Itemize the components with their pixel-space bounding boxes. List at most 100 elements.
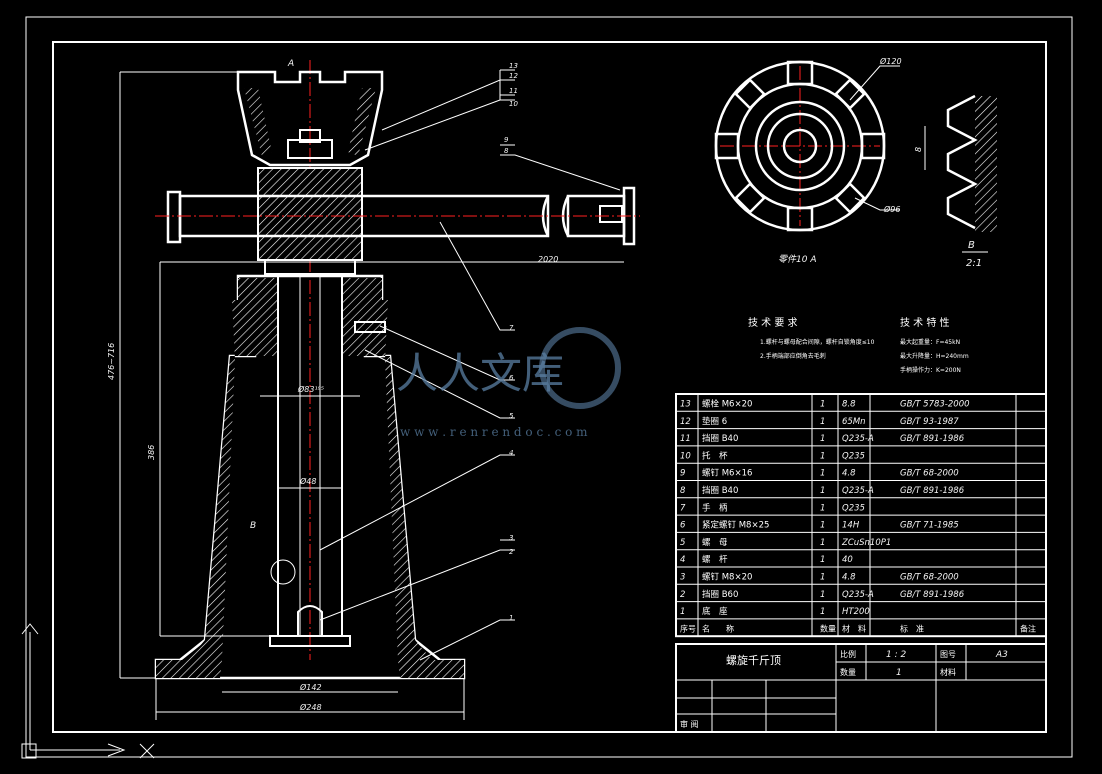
bom-header-qty: 数量 xyxy=(820,623,836,633)
detail-circle-b xyxy=(270,559,296,585)
svg-text:A3: A3 xyxy=(995,650,1008,660)
bom-cell-no: 3 xyxy=(680,573,685,583)
bom-cell-name: 螺栓 M6×20 xyxy=(702,399,752,410)
leader-numbers: 13 12 11 10 9 8 7 6 5 4 3 2 1 xyxy=(504,62,518,622)
screw-head xyxy=(257,167,363,261)
svg-text:9: 9 xyxy=(504,136,509,144)
svg-text:2:1: 2:1 xyxy=(966,258,982,269)
part-view-label: 零件10 A xyxy=(778,254,816,265)
bom-cell-standard: GB/T 891-1986 xyxy=(900,486,965,496)
bom-cell-standard: GB/T 891-1986 xyxy=(900,590,965,600)
bom-cell-qty: 1 xyxy=(820,417,825,427)
bom-cell-name: 托 杯 xyxy=(702,450,728,461)
dim-bore-dia: Ø83¹⁹⁵ xyxy=(297,384,324,394)
svg-text:8: 8 xyxy=(504,147,509,155)
ucs-icon xyxy=(21,623,155,759)
bom-cell-name: 螺钉 M8×20 xyxy=(702,572,752,583)
dim-handle-length: 2020 xyxy=(538,255,558,264)
bom-cell-material: 4.8 xyxy=(842,573,856,583)
circle-label-b: B xyxy=(250,521,256,531)
svg-text:w w w . r e n r e n d o c . c: w w w . r e n r e n d o c . c o m xyxy=(400,425,588,439)
bom-cell-material: 4.8 xyxy=(842,469,856,479)
svg-text:11: 11 xyxy=(509,87,518,95)
bom-cell-name: 紧定螺钉 M8×25 xyxy=(702,520,769,531)
bom-cell-no: 4 xyxy=(680,555,685,565)
outer-frame xyxy=(25,16,1073,758)
bom-header-note: 备注 xyxy=(1020,623,1036,633)
bom-cell-name: 手 柄 xyxy=(702,502,728,513)
svg-text:数量: 数量 xyxy=(840,667,856,677)
bom-cell-no: 12 xyxy=(680,417,691,427)
bom-cell-qty: 1 xyxy=(820,538,825,548)
bom-cell-no: 6 xyxy=(680,521,686,531)
svg-text:1: 1 xyxy=(509,614,513,622)
dim-screw-dia: Ø48 xyxy=(299,476,316,486)
view-label-a: A xyxy=(287,59,294,69)
part-view-10: Ø120 Ø96 零件10 A xyxy=(714,56,902,265)
bom-header-name: 名 称 xyxy=(702,623,734,633)
bom-cell-standard: GB/T 68-2000 xyxy=(900,469,959,479)
leader-lines xyxy=(319,69,621,661)
svg-text:Ø120: Ø120 xyxy=(879,56,902,66)
bom-cell-no: 13 xyxy=(680,400,691,410)
support-cup xyxy=(236,70,384,167)
svg-text:4: 4 xyxy=(509,449,513,457)
svg-text:最大升降量：H=240mm: 最大升降量：H=240mm xyxy=(900,352,969,360)
svg-text:2: 2 xyxy=(509,548,514,556)
bom-cell-no: 11 xyxy=(680,434,691,444)
dim-base-inner: Ø142 xyxy=(299,682,322,692)
svg-text:手柄操作力：K=200N: 手柄操作力：K=200N xyxy=(900,366,961,374)
bom-cell-standard: GB/T 68-2000 xyxy=(900,573,959,583)
bom-cell-no: 2 xyxy=(680,590,685,600)
svg-text:人人文库: 人人文库 xyxy=(396,349,564,398)
svg-text:8: 8 xyxy=(914,147,923,152)
svg-text:5: 5 xyxy=(509,412,514,420)
bom-cell-qty: 1 xyxy=(820,486,825,496)
bom-cell-material: 14H xyxy=(842,521,860,531)
bom-cell-standard: GB/T 71-1985 xyxy=(900,521,959,531)
bom-cell-qty: 1 xyxy=(820,469,825,479)
bom-cell-no: 8 xyxy=(680,486,686,496)
bom-cell-material: Q235-A xyxy=(842,434,874,444)
watermark: 人人文库 w w w . r e n r e n d o c . c o m xyxy=(396,327,621,439)
detail-b-thread: 8 B 2:1 xyxy=(914,94,997,269)
svg-text:Ø96: Ø96 xyxy=(883,204,900,214)
bom-cell-no: 7 xyxy=(680,503,686,513)
bom-cell-material: 40 xyxy=(842,555,853,565)
bom-header-material: 材 料 xyxy=(842,623,866,633)
bom-cell-no: 1 xyxy=(680,607,685,617)
bom-cell-no: 5 xyxy=(680,538,685,548)
title-block xyxy=(675,643,1047,733)
bom-cell-name: 垫圈 6 xyxy=(702,416,727,427)
svg-text:10: 10 xyxy=(509,100,518,108)
svg-text:1: 1 xyxy=(896,668,902,678)
dim-height-total: 476~716 xyxy=(107,343,116,380)
bom-cell-qty: 1 xyxy=(820,555,825,565)
bom-cell-no: 10 xyxy=(680,451,691,461)
bom-cell-qty: 1 xyxy=(820,590,825,600)
svg-text:1.螺杆与螺母配合间隙，螺杆自锁角度≤10: 1.螺杆与螺母配合间隙，螺杆自锁角度≤10 xyxy=(760,338,875,346)
bom-cell-qty: 1 xyxy=(820,503,825,513)
bom-cell-material: 8.8 xyxy=(842,400,856,410)
bom-cell-name: 底 座 xyxy=(702,606,728,617)
bom-cell-material: 65Mn xyxy=(842,417,866,427)
drawing-name: 螺旋千斤顶 xyxy=(726,653,781,667)
bom-cell-name: 螺 杆 xyxy=(702,554,728,565)
top-bolt xyxy=(287,139,333,159)
bom-cell-standard: GB/T 5783-2000 xyxy=(900,400,970,410)
svg-text:图号: 图号 xyxy=(940,650,956,659)
svg-text:1 : 2: 1 : 2 xyxy=(886,650,906,660)
svg-text:6: 6 xyxy=(509,374,514,382)
bom-cell-material: Q235 xyxy=(842,451,865,461)
bom-cell-qty: 1 xyxy=(820,451,825,461)
tech-requirements-title: 技 术 要 求 xyxy=(748,316,798,329)
bom-cell-material: Q235-A xyxy=(842,590,874,600)
bom-cell-qty: 1 xyxy=(820,400,825,410)
bom-cell-no: 9 xyxy=(680,469,685,479)
bom-cell-name: 挡圈 B40 xyxy=(702,433,738,444)
svg-text:比例: 比例 xyxy=(840,649,856,659)
svg-text:B: B xyxy=(968,240,975,251)
svg-text:12: 12 xyxy=(509,72,518,80)
bom-cell-name: 螺钉 M6×16 xyxy=(702,468,752,479)
